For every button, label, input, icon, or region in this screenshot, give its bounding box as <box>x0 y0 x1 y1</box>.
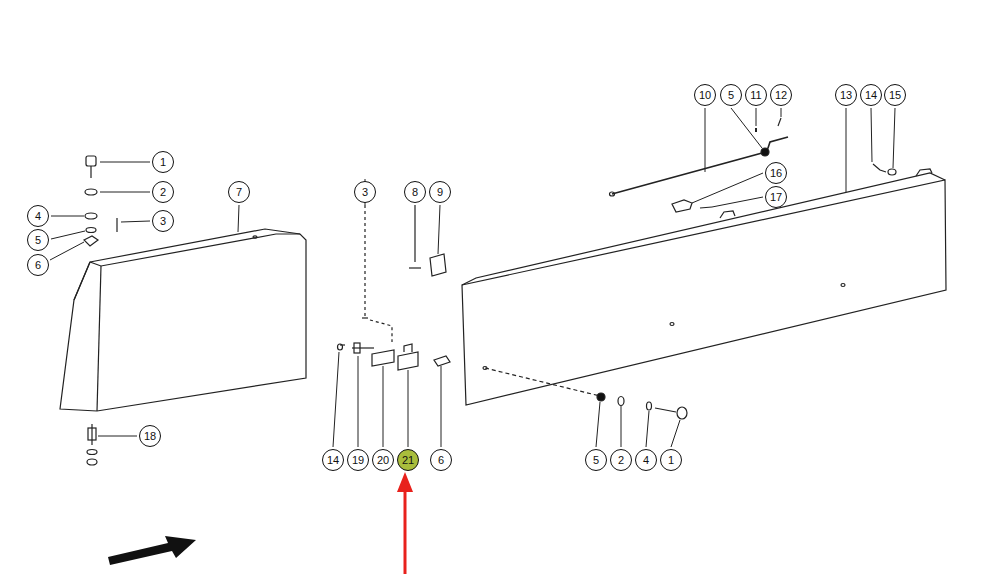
callout-number: 10 <box>699 90 711 101</box>
callout-number: 5 <box>35 235 41 246</box>
callout-circle: 7 <box>228 181 250 203</box>
callout-circle: 5 <box>720 84 742 106</box>
callout-number: 7 <box>236 187 242 198</box>
callout-number: 8 <box>412 187 418 198</box>
callout-number: 13 <box>840 90 852 101</box>
callout-circle: 3 <box>354 181 376 203</box>
callout-circle: 8 <box>404 181 426 203</box>
callout-circle: 16 <box>765 162 787 184</box>
callout-number: 2 <box>160 187 166 198</box>
callout-circle: 20 <box>372 449 394 471</box>
callout-number: 5 <box>593 455 599 466</box>
callout-number: 4 <box>643 455 649 466</box>
callout-number: 16 <box>770 168 782 179</box>
callout-circle: 6 <box>430 449 452 471</box>
callout-number: 21 <box>402 455 414 466</box>
callout-circle: 3 <box>152 210 174 232</box>
callout-circle: 2 <box>610 449 632 471</box>
callout-circle: 14 <box>322 449 344 471</box>
callout-number: 9 <box>437 187 443 198</box>
callout-circle: 5 <box>27 229 49 251</box>
callout-number: 3 <box>362 187 368 198</box>
callout-circle: 5 <box>585 449 607 471</box>
callout-circle: 11 <box>745 84 767 106</box>
callout-number: 11 <box>750 90 761 101</box>
callout-circle: 10 <box>694 84 716 106</box>
callout-circle: 1 <box>660 449 682 471</box>
callout-circle: 13 <box>835 84 857 106</box>
callout-number: 4 <box>35 211 41 222</box>
callout-number: 17 <box>770 192 782 203</box>
callout-circle: 17 <box>765 186 787 208</box>
callout-circle: 2 <box>152 181 174 203</box>
callout-circle: 6 <box>27 254 49 276</box>
callout-circle: 14 <box>860 84 882 106</box>
callout-number: 1 <box>668 455 674 466</box>
callout-number: 20 <box>377 455 389 466</box>
callout-circle: 21 <box>397 449 419 471</box>
callout-number: 12 <box>775 90 787 101</box>
callout-number: 1 <box>160 157 166 168</box>
callout-number: 3 <box>160 216 166 227</box>
callout-circle: 12 <box>770 84 792 106</box>
callout-circle: 4 <box>27 205 49 227</box>
callout-number: 15 <box>889 90 901 101</box>
callout-circle: 19 <box>347 449 369 471</box>
callout-number: 19 <box>352 455 364 466</box>
callout-number: 2 <box>618 455 624 466</box>
callout-number: 6 <box>438 455 444 466</box>
callout-circle: 4 <box>635 449 657 471</box>
callout-number: 18 <box>144 431 156 442</box>
callout-number: 5 <box>728 90 734 101</box>
callout-number: 14 <box>865 90 877 101</box>
callout-number: 6 <box>35 260 41 271</box>
callout-circle: 15 <box>884 84 906 106</box>
callout-circle: 9 <box>429 181 451 203</box>
callout-circle: 1 <box>152 151 174 173</box>
callout-circle: 18 <box>139 425 161 447</box>
callout-number: 14 <box>327 455 339 466</box>
